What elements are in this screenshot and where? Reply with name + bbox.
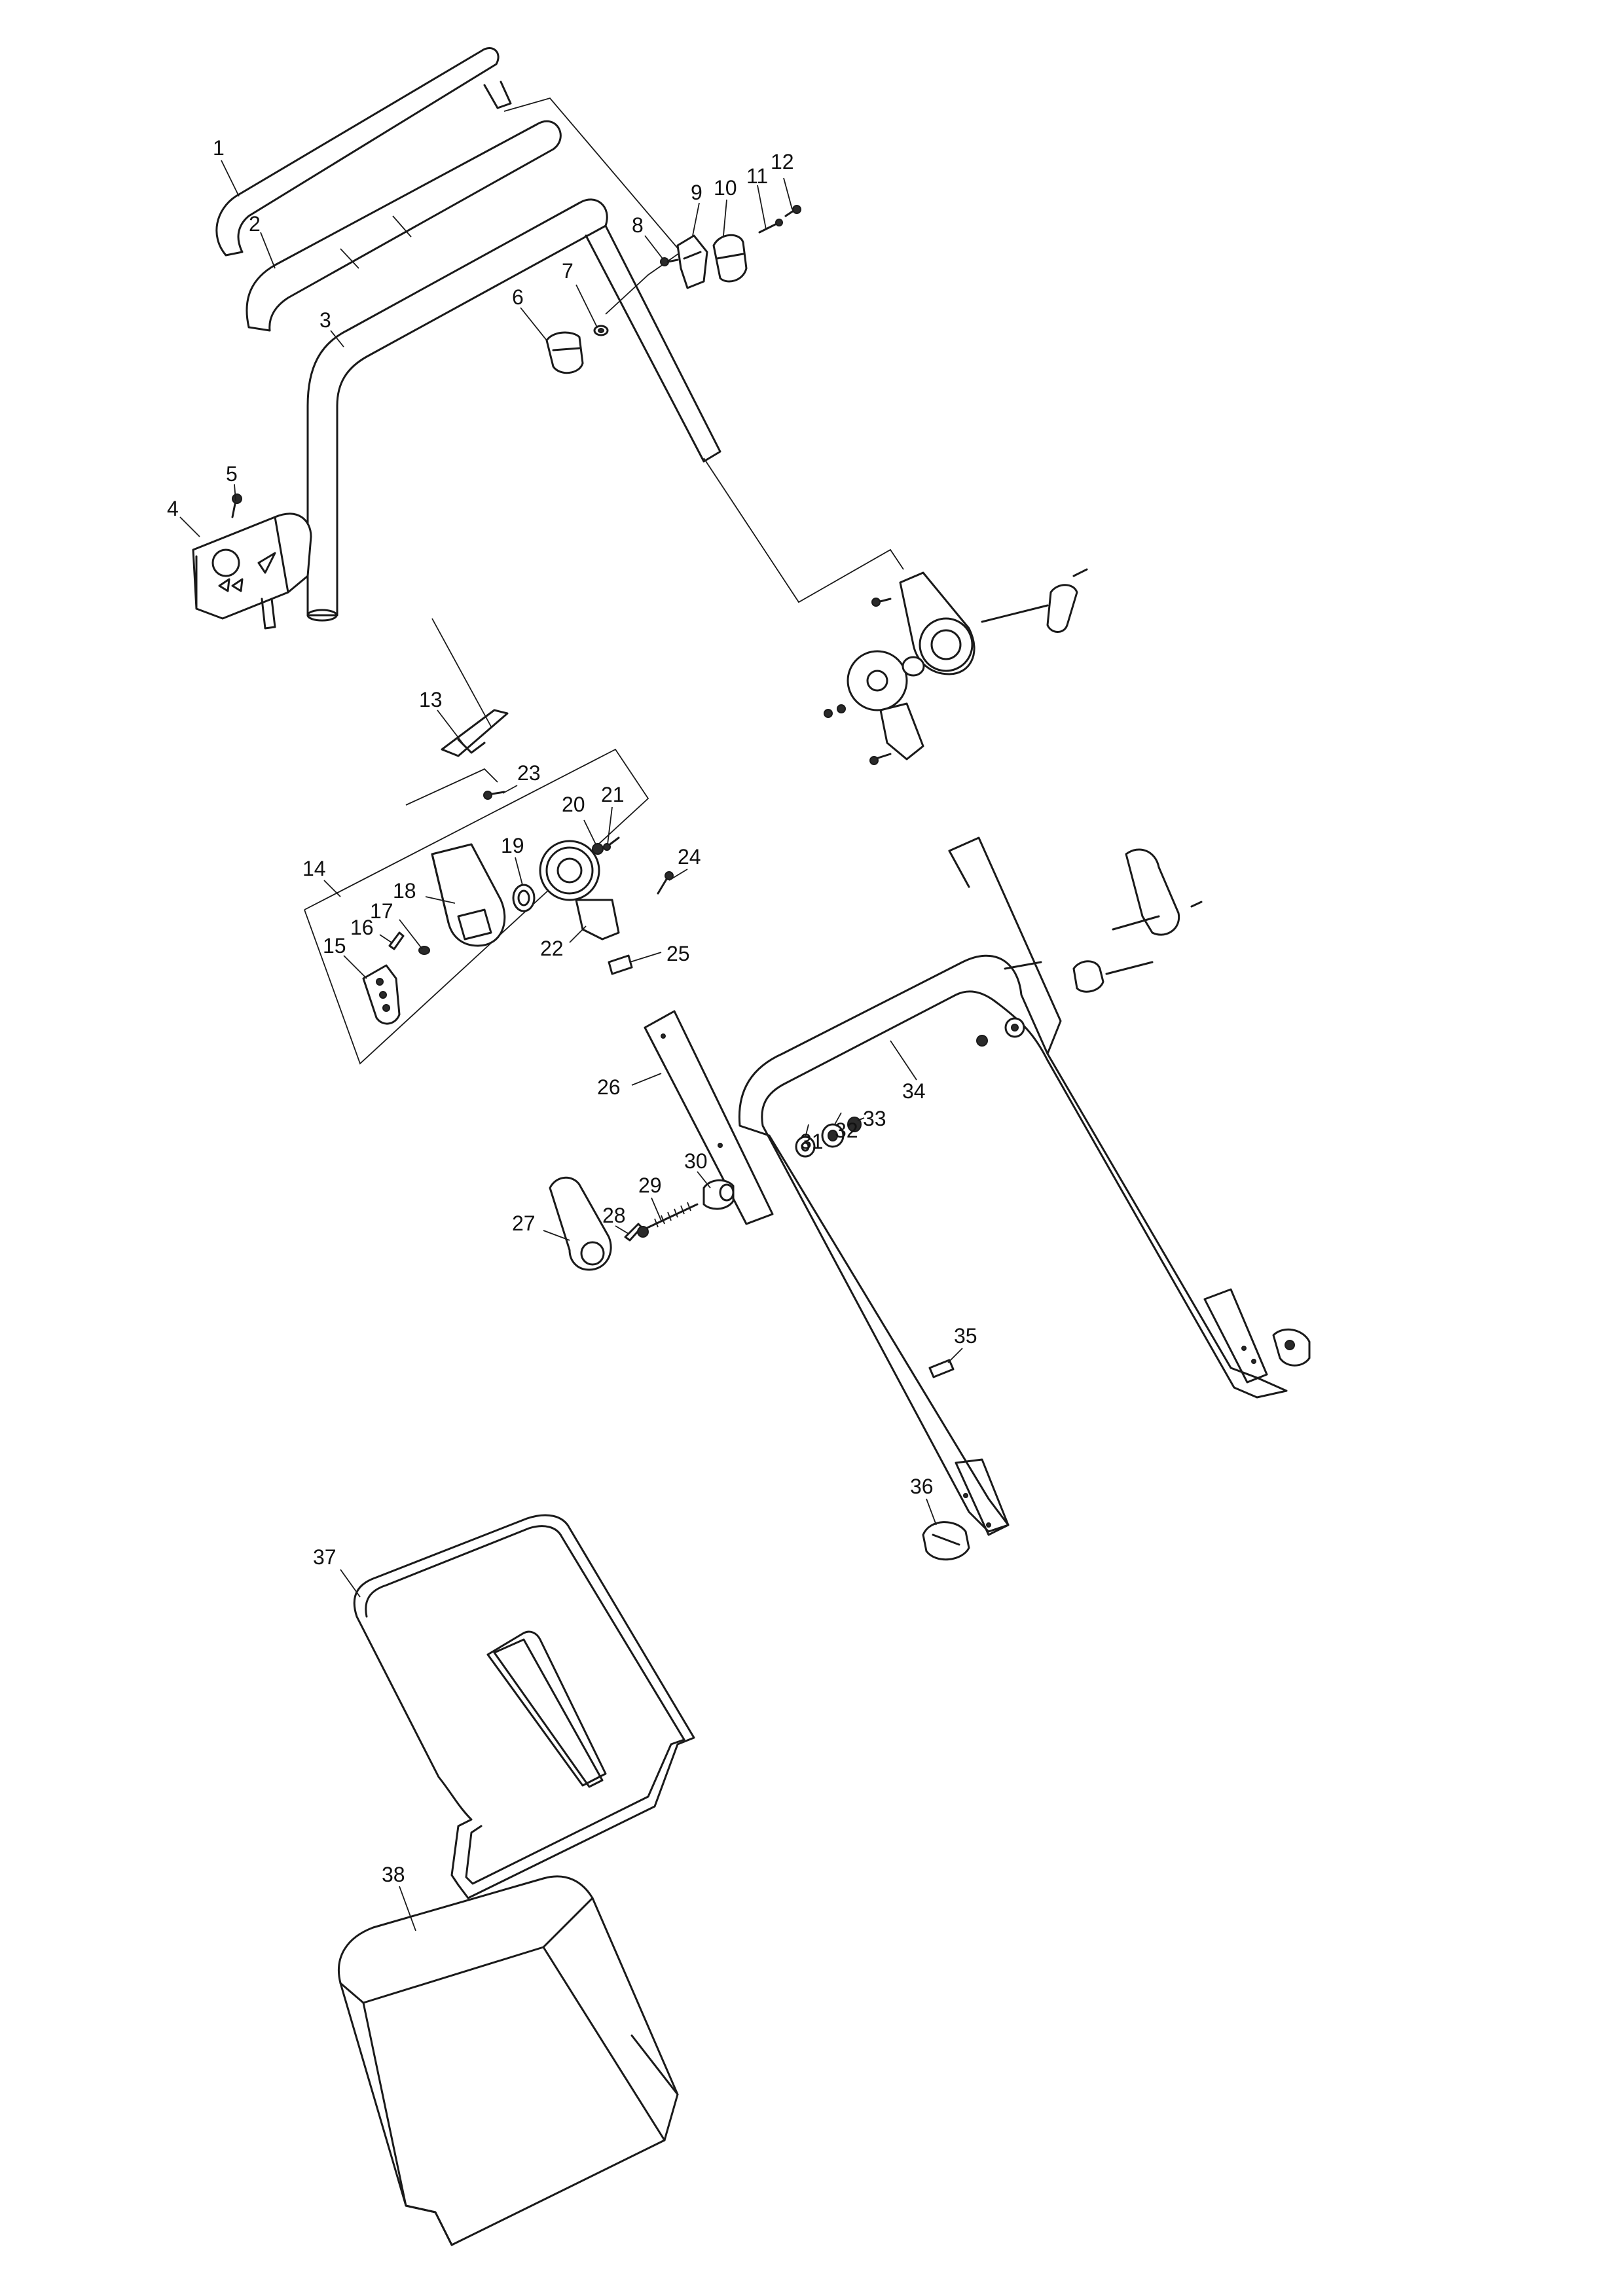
callout-1: 1 xyxy=(213,136,225,160)
sleeve-part-25 xyxy=(608,954,633,975)
callout-37: 37 xyxy=(313,1545,337,1569)
callout-33: 33 xyxy=(863,1107,886,1130)
nut-part-20 xyxy=(592,843,604,855)
callout-11: 11 xyxy=(746,164,768,188)
spacer-part-30 xyxy=(702,1179,735,1210)
right-pivot-bracket xyxy=(847,650,924,761)
callout-19: 19 xyxy=(501,834,524,857)
handle-grip-part-1 xyxy=(215,47,512,257)
nut-part-33 xyxy=(847,1117,862,1132)
callout-28: 28 xyxy=(602,1204,626,1227)
knob-part-36 xyxy=(922,1521,970,1561)
right-lower-knob xyxy=(1272,1328,1311,1367)
callout-16: 16 xyxy=(350,916,374,939)
callout-36: 36 xyxy=(910,1475,934,1498)
callout-24: 24 xyxy=(678,845,701,869)
callout-32: 32 xyxy=(835,1119,858,1142)
callout-7: 7 xyxy=(562,259,574,283)
callout-14: 14 xyxy=(302,857,326,880)
callout-29: 29 xyxy=(638,1174,662,1197)
assembly-14-frame xyxy=(304,748,649,1065)
callout-10: 10 xyxy=(714,176,737,200)
right-knob xyxy=(1072,960,1154,993)
lower-tube-part-26 xyxy=(644,1010,774,1225)
callout-27: 27 xyxy=(512,1211,536,1235)
right-small-parts xyxy=(824,568,1088,765)
callout-3: 3 xyxy=(319,308,331,332)
assembly-14-inner-frame xyxy=(405,768,498,806)
callout-30: 30 xyxy=(684,1149,708,1173)
callout-23: 23 xyxy=(517,761,541,785)
callout-35: 35 xyxy=(954,1324,977,1348)
clamp-lever-part-15 xyxy=(362,964,401,1025)
callout-38: 38 xyxy=(382,1863,405,1886)
callout-18: 18 xyxy=(393,879,416,903)
callout-6: 6 xyxy=(512,285,524,309)
pin-part-16 xyxy=(388,931,405,950)
callout-5: 5 xyxy=(226,462,238,486)
callout-25: 25 xyxy=(666,942,690,965)
callout-21: 21 xyxy=(601,783,625,806)
callout-34: 34 xyxy=(902,1079,926,1103)
callout-9: 9 xyxy=(691,181,702,204)
bolt-part-11 xyxy=(758,219,783,234)
right-clamp-lever xyxy=(1112,848,1203,936)
handle-foam-part-2 xyxy=(246,120,562,332)
pin-part-35 xyxy=(928,1359,955,1378)
nut-part-12 xyxy=(784,205,801,217)
callout-leaders xyxy=(179,160,963,1931)
screw-part-23 xyxy=(483,791,505,800)
pivot-bracket-part-18 xyxy=(431,843,506,947)
callout-13: 13 xyxy=(419,688,443,711)
bracket-part-13 xyxy=(441,709,509,757)
callout-22: 22 xyxy=(540,937,564,960)
threaded-rod-part-29 xyxy=(637,1202,699,1238)
callout-20: 20 xyxy=(562,793,585,816)
callout-15: 15 xyxy=(323,934,346,958)
clamp-lever-part-27 xyxy=(549,1176,612,1271)
lower-handle-part-34 xyxy=(738,836,1288,1536)
grass-bag-frame-part-37 xyxy=(353,1514,695,1899)
assembly-guide-line xyxy=(503,97,682,315)
callout-8: 8 xyxy=(632,213,644,237)
upper-handle-part-3 xyxy=(306,198,721,622)
callout-4: 4 xyxy=(167,497,179,520)
grass-bag-part-38 xyxy=(337,1875,679,2246)
screw-part-24 xyxy=(657,871,674,895)
callout-26: 26 xyxy=(597,1075,621,1099)
knob-part-6 xyxy=(545,331,584,374)
callout-17: 17 xyxy=(370,899,393,923)
assembly-guide-line-13 xyxy=(431,618,492,727)
control-box-part-4 xyxy=(192,512,312,630)
clamp-part-9 xyxy=(676,234,708,289)
right-washer-stack xyxy=(976,1017,1025,1047)
callout-31: 31 xyxy=(800,1130,824,1153)
right-ratchet-bracket xyxy=(899,571,976,675)
ratchet-bracket-part-22 xyxy=(539,840,620,941)
callout-12: 12 xyxy=(771,150,794,173)
callout-2: 2 xyxy=(249,212,261,236)
bushing-part-19 xyxy=(512,884,536,912)
bolt-part-21 xyxy=(603,836,620,851)
screw-part-8 xyxy=(660,257,679,266)
assembly-guide-line-right xyxy=(703,457,904,603)
screw-part-5 xyxy=(231,493,242,518)
lever-part-10 xyxy=(712,234,748,283)
washer-part-32 xyxy=(821,1123,845,1148)
washer-part-7 xyxy=(593,325,609,336)
